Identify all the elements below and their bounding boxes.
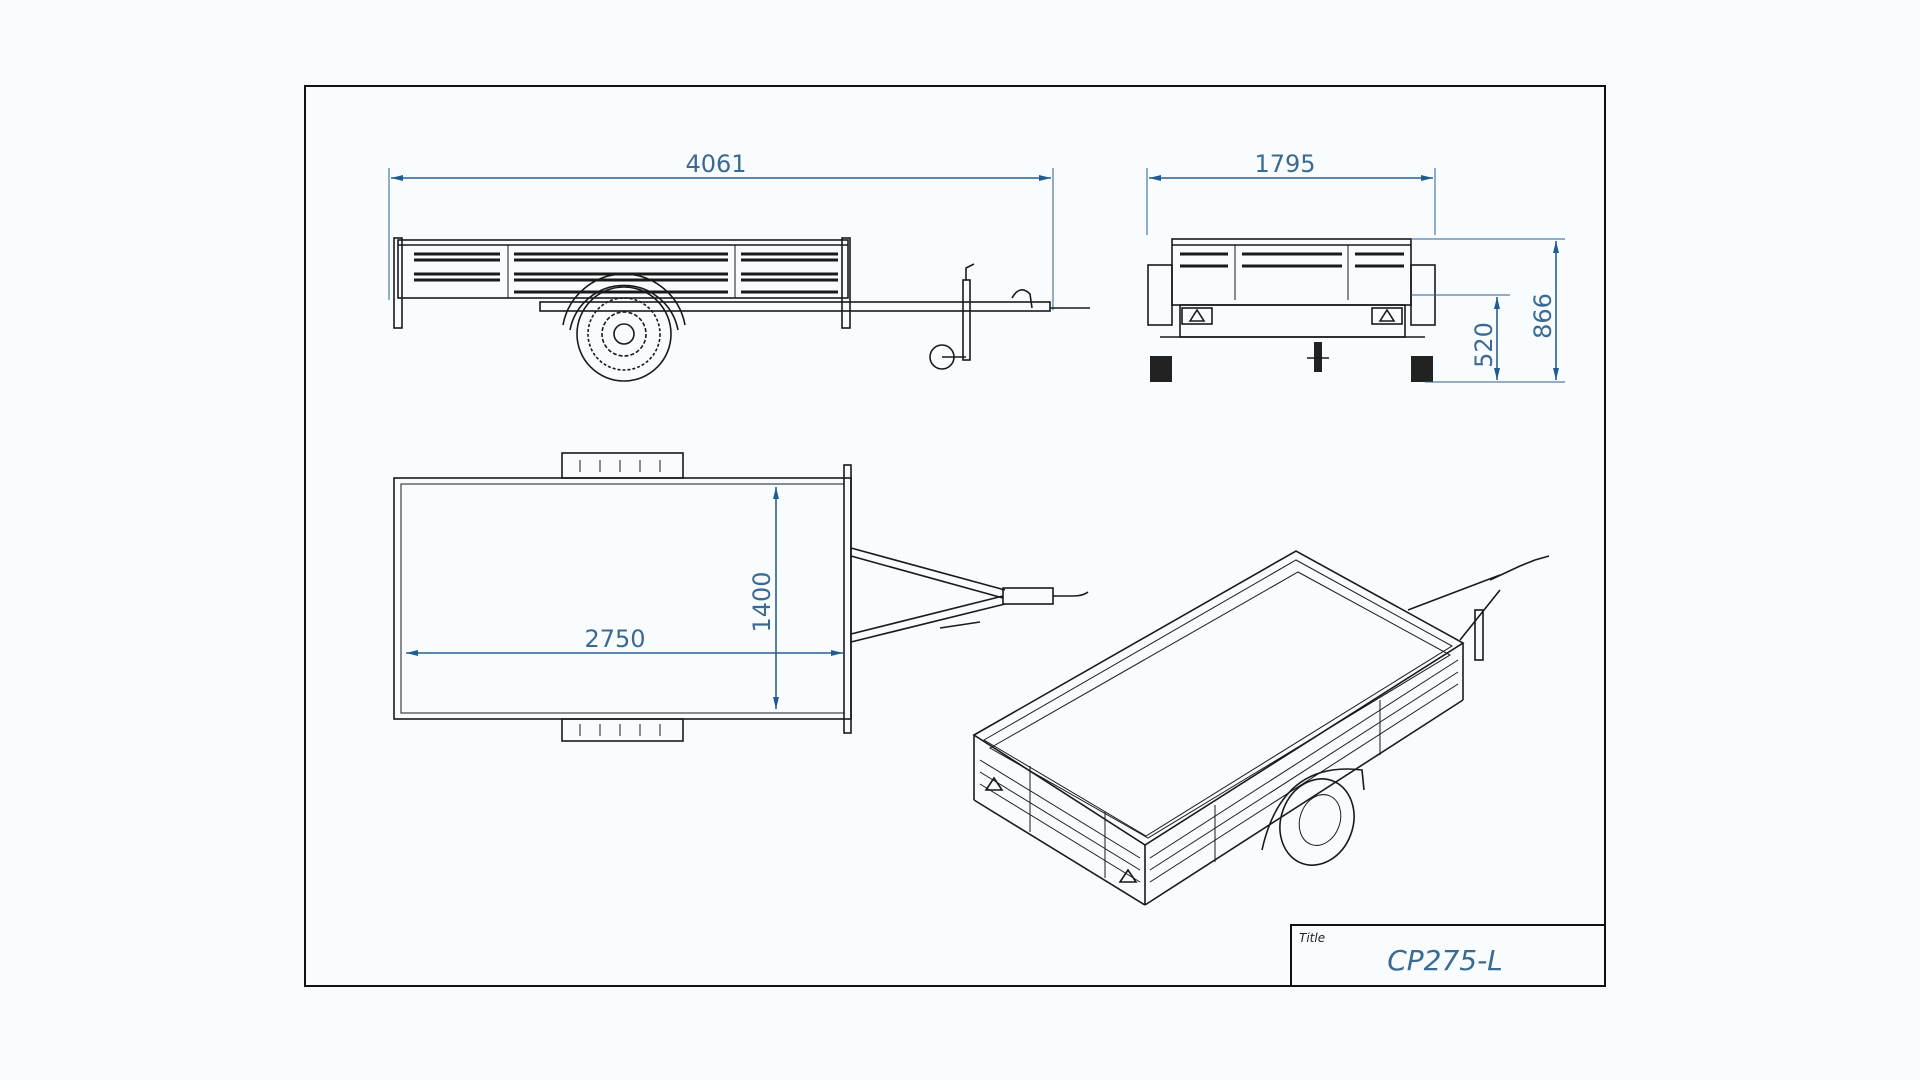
dimension-overall-length: 4061 xyxy=(685,150,746,178)
side-view: 4061 xyxy=(388,150,1090,382)
dimension-inner-width: 1400 xyxy=(748,571,776,632)
title-label: Title xyxy=(1299,931,1325,945)
isometric-view xyxy=(972,550,1550,906)
dimension-platform-height: 520 xyxy=(1470,322,1498,368)
drawing-title: CP275-L xyxy=(1387,944,1503,977)
rear-view: 1795 520 866 xyxy=(1146,150,1565,383)
dimension-overall-height: 866 xyxy=(1529,293,1557,339)
dimension-inner-length: 2750 xyxy=(584,625,645,653)
dimension-overall-width: 1795 xyxy=(1254,150,1315,178)
top-view: 2750 1400 xyxy=(393,452,1089,742)
title-block: Title CP275-L xyxy=(1290,924,1606,987)
drawing-frame xyxy=(304,85,1606,987)
